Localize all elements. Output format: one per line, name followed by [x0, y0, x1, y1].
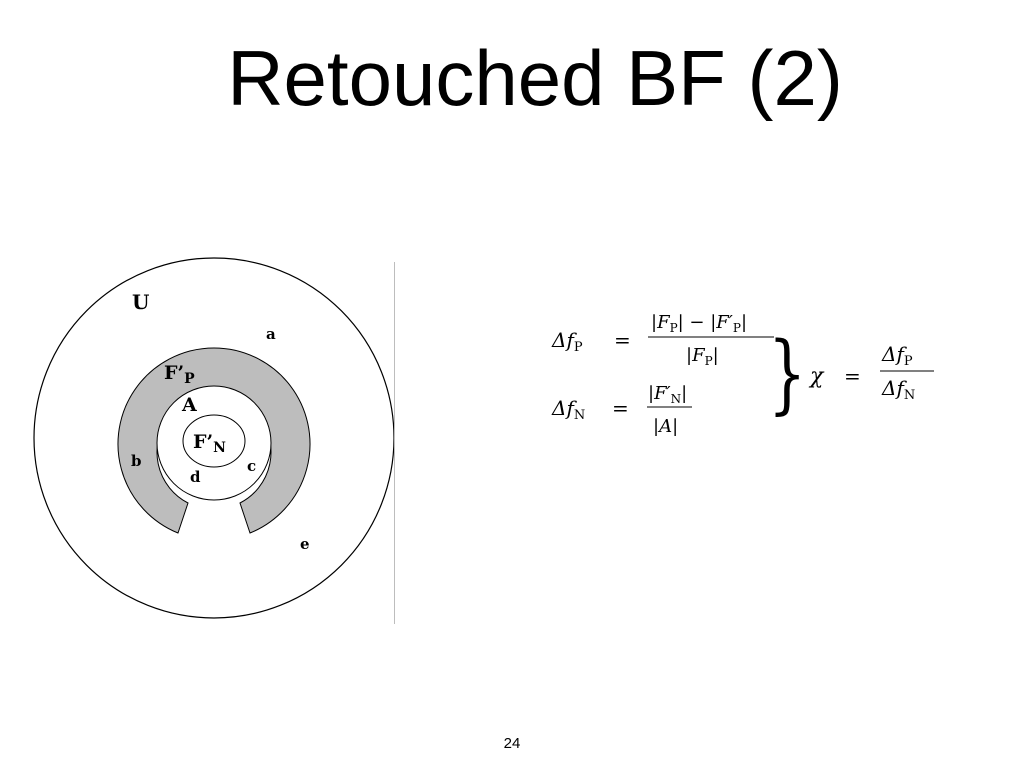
chi-numerator: ΔfP [881, 342, 913, 369]
slide-title: Retouched BF (2) [227, 34, 843, 122]
slide-number: 24 [503, 735, 521, 752]
delta-fn-denominator: |A| [653, 416, 678, 437]
chi-equals: = [844, 364, 861, 388]
label-fp: F’P [164, 362, 195, 387]
formula-block: ΔfP = |FP| − |F′P| |FP| ΔfN = |F′N| |A| … [551, 312, 934, 437]
label-a: a [266, 325, 276, 343]
delta-fn-numerator: |F′N| [648, 383, 687, 406]
fn-ellipse [182, 414, 246, 468]
label-b: b [131, 452, 142, 470]
delta-fn-lhs: ΔfN [551, 396, 585, 423]
set-diagram: U a F’P A F’N b c d e [33, 257, 395, 619]
chi-denominator: ΔfN [881, 376, 915, 403]
vertical-divider [394, 262, 395, 624]
label-c: c [247, 457, 256, 475]
delta-fp-numerator: |FP| − |F′P| [651, 312, 747, 335]
label-fn: F’N [193, 431, 226, 456]
delta-fp-lhs: ΔfP [551, 328, 583, 355]
right-brace: } [768, 323, 806, 424]
label-set-a: A [181, 394, 197, 416]
delta-fp-equals: = [614, 328, 631, 352]
label-universe: U [132, 290, 149, 314]
label-d: d [190, 468, 201, 486]
delta-fp-denominator: |FP| [686, 345, 719, 368]
chi-symbol: χ [808, 364, 825, 389]
delta-fn-equals: = [612, 396, 629, 420]
label-e: e [300, 535, 310, 553]
